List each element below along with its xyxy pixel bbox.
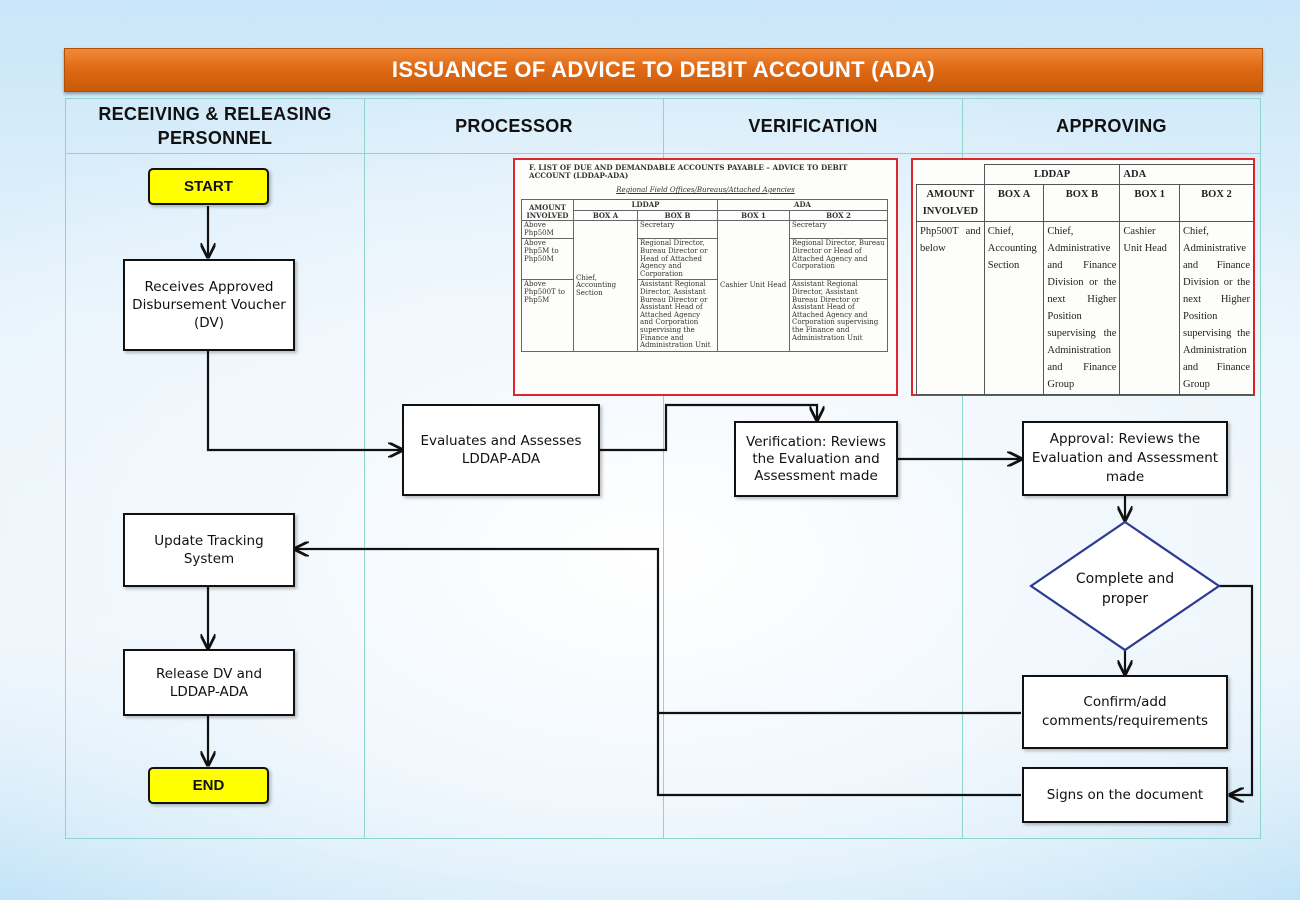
table2-box-1: Cashier Unit Head: [1119, 221, 1180, 395]
end-terminal: END: [148, 767, 269, 804]
verification-box: Verification: Reviews the Evaluation and…: [734, 421, 898, 497]
lddap-ada-table-image-1: F. LIST OF DUE AND DEMANDABLE ACCOUNTS P…: [513, 158, 898, 396]
signs-box: Signs on the document: [1022, 767, 1228, 823]
table1-box-2-1: Secretary: [789, 220, 889, 240]
release-box: Release DV and LDDAP-ADA: [123, 649, 295, 716]
lane-divider: [962, 98, 963, 839]
arrow-evaluates-to-verification: [599, 403, 817, 452]
start-terminal: START: [148, 168, 269, 205]
arrow-decision-to-signs: [1219, 584, 1254, 795]
table2-box-a: Chief, Accounting Section: [983, 221, 1045, 395]
lane-header-approving: APPROVING: [1056, 115, 1167, 136]
table1-amount-2: Above Php5M to Php50M: [521, 238, 574, 281]
table1-box-b-header: BOX B: [636, 209, 719, 222]
lane-divider: [364, 98, 365, 839]
lane-divider: [663, 98, 664, 839]
table2-box-a-header: BOX A: [983, 184, 1045, 222]
table2: LDDAP ADA AMOUNT INVOLVED BOX A BOX B BO…: [916, 164, 1255, 395]
table2-box-1-header: BOX 1: [1119, 184, 1180, 222]
decision-diamond: [1029, 520, 1221, 652]
table1-amount-header: AMOUNT INVOLVED: [521, 198, 574, 222]
table1-box-b-3: Assistant Regional Director, Assistant B…: [636, 279, 719, 352]
table1-box-1-header: BOX 1: [717, 209, 791, 222]
evaluates-box: Evaluates and Assesses LDDAP-ADA: [402, 404, 600, 496]
table1-box-2-2: Regional Director, Bureau Director or He…: [789, 238, 889, 281]
table1: AMOUNT INVOLVED LDDAP ADA BOX A BOX B BO…: [521, 198, 889, 352]
table1-box-b-2: Regional Director, Bureau Director or He…: [636, 238, 719, 281]
connector-signs-to-return: [656, 713, 1021, 797]
table1-box-2-3: Assistant Regional Director, Assistant B…: [789, 279, 889, 352]
lane-header-divider: [65, 153, 1261, 154]
table2-box-b-header: BOX B: [1043, 184, 1121, 222]
table1-box-2-header: BOX 2: [789, 209, 889, 222]
table1-amount-1: Above Php50M: [521, 220, 574, 240]
table2-box-2: Chief, Administrative and Finance Divisi…: [1178, 221, 1255, 395]
lane-header-receiving: RECEIVING & RELEASING PERSONNEL: [98, 103, 332, 148]
table1-lddap-header: LDDAP: [572, 199, 719, 211]
lddap-ada-table-image-2: LDDAP ADA AMOUNT INVOLVED BOX A BOX B BO…: [911, 158, 1255, 396]
table1-amount-3: Above Php500T to Php5M: [521, 279, 574, 352]
table2-box-b: Chief, Administrative and Finance Divisi…: [1043, 221, 1121, 395]
table1-box-1: Cashier Unit Head: [717, 220, 791, 352]
table1-subtitle: Regional Field Offices/Bureaus/Attached …: [616, 186, 795, 194]
table2-box-2-header: BOX 2: [1178, 184, 1255, 222]
table2-ada-header: ADA: [1119, 164, 1254, 185]
decision-label: Complete and proper: [1075, 571, 1175, 607]
table2-amount-header: AMOUNT INVOLVED: [916, 184, 985, 222]
table1-title: F. LIST OF DUE AND DEMANDABLE ACCOUNTS P…: [529, 163, 848, 180]
table1-box-a-header: BOX A: [573, 209, 638, 222]
lane-header-verification: VERIFICATION: [748, 115, 878, 136]
arrow-receives-to-evaluates: [206, 350, 402, 450]
table1-ada-header: ADA: [717, 199, 889, 211]
table1-box-a: Chief, Accounting Section: [573, 220, 638, 352]
arrow-confirm-to-update: [295, 549, 1021, 715]
lane-header-processor: PROCESSOR: [455, 115, 573, 136]
table2-amount: Php500T and below: [916, 221, 985, 395]
table1-box-b-1: Secretary: [636, 220, 719, 240]
receives-dv-box: Receives Approved Disbursement Voucher (…: [123, 259, 295, 351]
confirm-box: Confirm/add comments/requirements: [1022, 675, 1228, 749]
update-tracking-box: Update Tracking System: [123, 513, 295, 587]
table2-lddap-header: LDDAP: [983, 164, 1121, 185]
approval-box: Approval: Reviews the Evaluation and Ass…: [1022, 421, 1228, 496]
diagram-title: ISSUANCE OF ADVICE TO DEBIT ACCOUNT (ADA…: [64, 48, 1263, 92]
